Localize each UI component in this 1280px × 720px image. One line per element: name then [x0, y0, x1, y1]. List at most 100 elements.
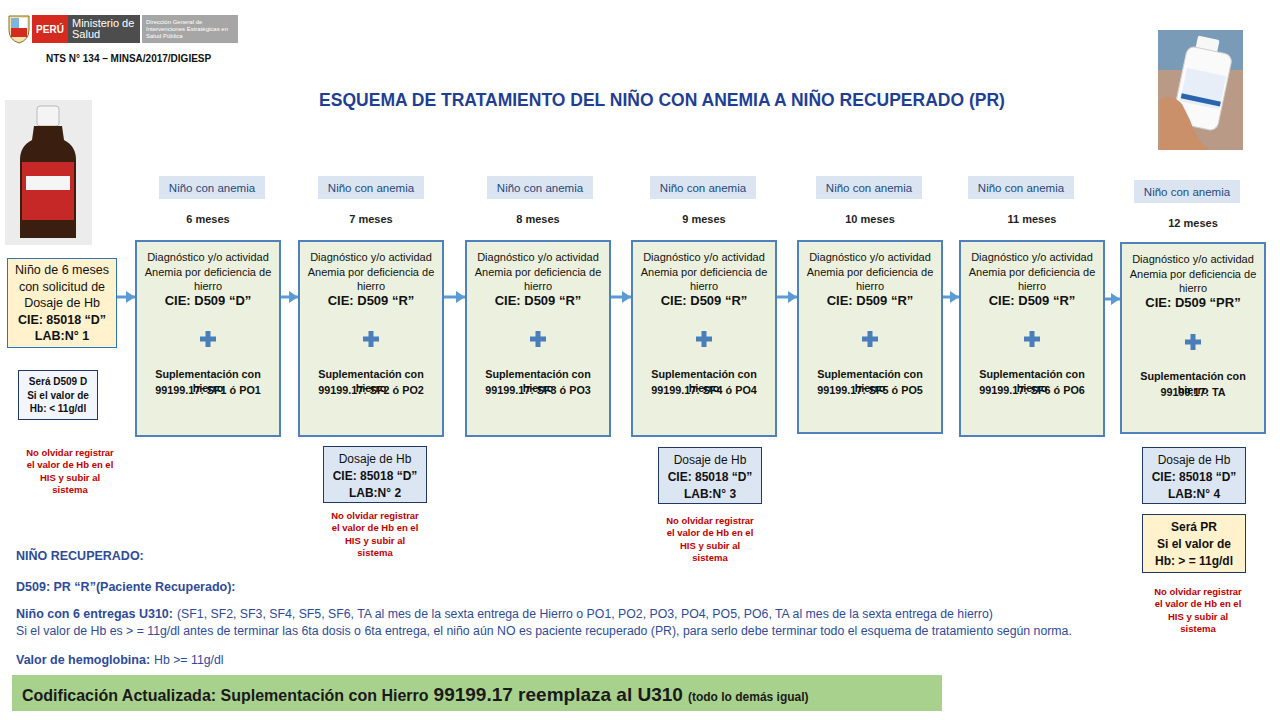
logo-box: PERÚ — [32, 15, 68, 43]
flow-arrow — [1105, 293, 1120, 305]
label-line: Valor de hemoglobina: Hb >= 11g/dl — [16, 650, 616, 668]
node-text: 99199.17: SF6 ó PO6 — [963, 383, 1101, 397]
logo-box: Ministerio de Salud — [68, 15, 140, 43]
hand-shape — [1160, 97, 1210, 150]
lab-box: Dosaje de HbCIE: 85018 “D”LAB:N° 4 — [1142, 447, 1246, 504]
photo-background — [1158, 30, 1243, 70]
shield-shape — [9, 16, 29, 43]
arrow-head — [126, 291, 135, 303]
stage-tag: Niño con anemia — [159, 176, 265, 199]
logo-box: Dirección General de Intervenciones Estr… — [142, 15, 238, 43]
note-line: Valor de hemoglobina: — [16, 653, 150, 667]
reminder-note: No olvidar registrar el valor de Hb en e… — [1154, 586, 1242, 634]
node-text: Niño con anemia — [826, 182, 912, 194]
node-text: CIE: 85018 “D” — [1147, 469, 1241, 486]
shield-part — [19, 18, 27, 28]
node-text: Diagnóstico y/o actividad Anemia por def… — [1124, 252, 1262, 296]
label-line: 11 meses — [982, 213, 1082, 225]
node-text: LAB:N° 4 — [1147, 486, 1241, 503]
node-text: Diagnóstico y/o actividad Anemia por def… — [963, 250, 1101, 294]
arrow-line — [777, 296, 797, 299]
bottle-label-band — [1181, 93, 1221, 106]
node-text: 99199.17: SF2 ó PO2 — [302, 383, 440, 397]
node-text: Diagnóstico y/o actividad Anemia por def… — [469, 250, 607, 294]
label-line: D509: PR “R”(Paciente Recuperado): — [16, 577, 616, 595]
process-box: Diagnóstico y/o actividad Anemia por def… — [631, 240, 777, 437]
node-text: Si el valor de Hb: < 11g/dl — [22, 389, 94, 416]
node-text: CIE: D509 “R” — [801, 293, 939, 308]
node-text: Niño con anemia — [169, 182, 255, 194]
stage-tag: Niño con anemia — [650, 176, 756, 199]
label-line: 8 meses — [488, 213, 588, 225]
label-line: 6 meses — [158, 213, 258, 225]
note-line: Niño con 6 entregas U310: — [16, 607, 173, 621]
node-text: Dosaje de Hb — [1147, 452, 1241, 469]
node-text: PERÚ — [36, 24, 64, 35]
node-text: Dirección General de Intervenciones Estr… — [146, 19, 234, 40]
process-box: Diagnóstico y/o actividad Anemia por def… — [298, 240, 444, 437]
node-text: Diagnóstico y/o actividad Anemia por def… — [801, 250, 939, 294]
bottle-body — [1172, 46, 1233, 132]
arrow-head — [456, 291, 465, 303]
bottle-label — [1180, 68, 1226, 110]
node-text: Dosaje de Hb — [663, 452, 757, 469]
stage-tag: Niño con anemia — [487, 176, 593, 199]
bottle-cap — [1195, 35, 1219, 53]
node-text: LAB:N° 3 — [663, 486, 757, 503]
label-line: No olvidar registrar el valor de Hb en e… — [330, 510, 420, 559]
lab-box: Dosaje de HbCIE: 85018 “D”LAB:N° 3 — [658, 447, 762, 504]
reminder-note: No olvidar registrar el valor de Hb en e… — [331, 510, 419, 558]
label-line: Si el valor de Hb es > = 11g/dl antes de… — [16, 621, 1266, 639]
month-label: 9 meses — [682, 213, 725, 225]
condition-box: Será D509 DSi el valor de Hb: < 11g/dl — [18, 370, 98, 420]
node-text: Diagnóstico y/o actividad Anemia por def… — [302, 250, 440, 294]
label-line: NIÑO RECUPERADO: — [16, 546, 616, 564]
node-text: CIE: D509 “R” — [469, 293, 607, 308]
arrow-line — [117, 296, 135, 299]
arrow-line — [1105, 298, 1120, 301]
node-text: Codificación Actualizada: Suplementación… — [22, 687, 429, 705]
node-text: CIE: D509 “R” — [302, 293, 440, 308]
process-box: Diagnóstico y/o actividad Anemia por def… — [1120, 242, 1266, 434]
label-line: 9 meses — [654, 213, 754, 225]
node-text: CIE: 85018 “D” — [328, 468, 422, 485]
note-line: (SF1, SF2, SF3, SF4, SF5, SF6, TA al mes… — [177, 607, 993, 621]
reminder-note: No olvidar registrar el valor de Hb en e… — [666, 515, 754, 563]
lab-box: Dosaje de HbCIE: 85018 “D”LAB:N° 2 — [323, 446, 427, 503]
arrow-head — [950, 291, 959, 303]
stage-tag: Niño con anemia — [816, 176, 922, 199]
shield-part — [11, 18, 19, 28]
node-text: Niño con anemia — [660, 182, 746, 194]
doc-code: NTS N° 134 – MINSA/2017/DIGIESP — [46, 53, 211, 64]
update-band: Codificación Actualizada: Suplementación… — [12, 675, 942, 711]
shield-part — [11, 28, 27, 37]
stage-tag: Niño con anemia — [318, 176, 424, 199]
node-text: 99199.17: SF5 ó PO5 — [801, 383, 939, 397]
label-line: No olvidar registrar el valor de Hb en e… — [665, 515, 755, 564]
process-box: Diagnóstico y/o actividad Anemia por def… — [135, 240, 281, 437]
node-text: CIE: 85018 “D” — [663, 469, 757, 486]
photo-background — [1158, 30, 1243, 150]
month-label: 10 meses — [845, 213, 895, 225]
node-text: Diagnóstico y/o actividad Anemia por def… — [139, 250, 277, 294]
process-box: Diagnóstico y/o actividad Anemia por def… — [959, 240, 1105, 437]
month-label: 8 meses — [516, 213, 559, 225]
label-line: NTS N° 134 – MINSA/2017/DIGIESP — [46, 53, 346, 64]
hand-bottle-photo — [1158, 30, 1243, 150]
diagram-title: ESQUEMA DE TRATAMIENTO DEL NIÑO CON ANEM… — [262, 90, 1062, 111]
node-text: Dosaje de Hb — [328, 451, 422, 468]
node-text: CIE: D509 “R” — [635, 293, 773, 308]
arrow-head — [788, 291, 797, 303]
process-box: Diagnóstico y/o actividad Anemia por def… — [465, 240, 611, 437]
flow-arrow — [444, 291, 465, 303]
node-text: Niño con anemia — [328, 182, 414, 194]
arrow-line — [611, 296, 631, 299]
note-heading: NIÑO RECUPERADO: — [16, 549, 144, 563]
arrow-line — [444, 296, 465, 299]
note-line: Hb >= 11g/dl — [154, 653, 224, 667]
bottle-cap — [37, 106, 59, 126]
node-text: Ministerio de Salud — [72, 18, 136, 40]
flow-arrow — [281, 291, 298, 303]
flow-arrow — [611, 291, 631, 303]
node-text: CIE: D509 “R” — [963, 293, 1101, 308]
